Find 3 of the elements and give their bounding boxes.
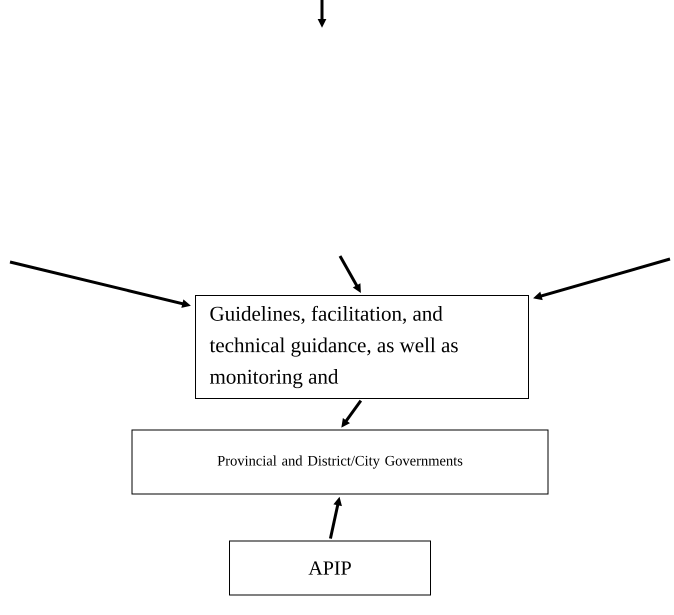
text-box: Guidelines, facilitation, and technical guidance, as well as monitoring and [195,295,529,399]
text-box: Provincial and District/City Governments [132,430,548,494]
text-box: APIP [229,540,431,596]
